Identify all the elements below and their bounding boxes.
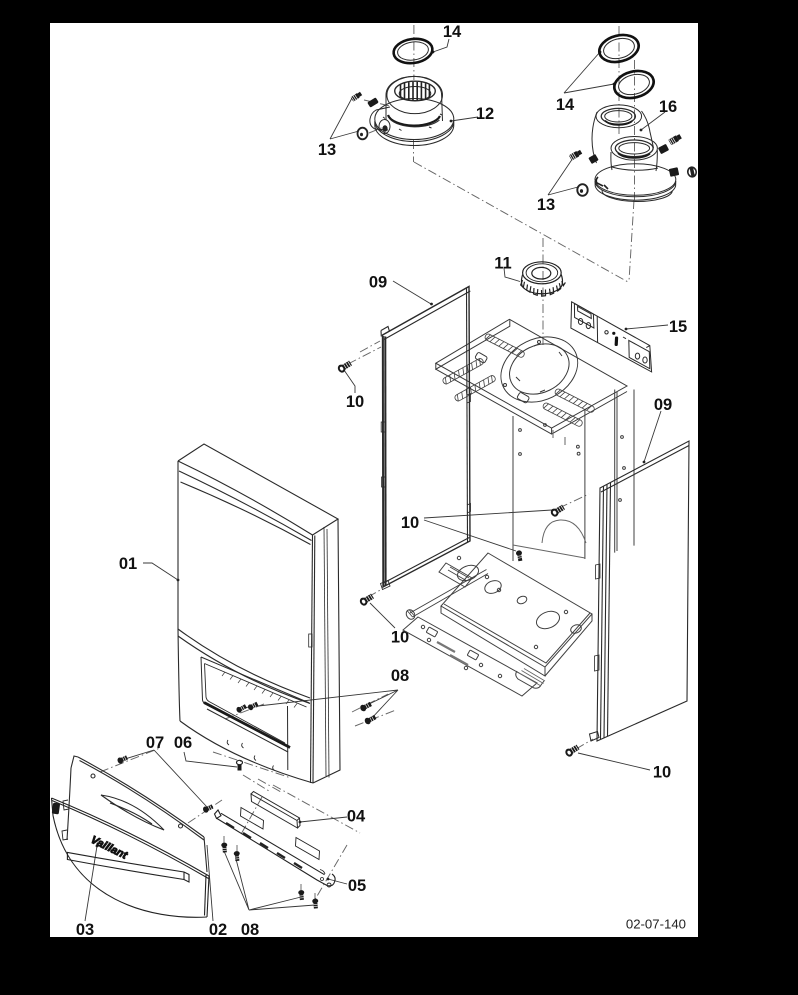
svg-text:08: 08 bbox=[241, 921, 259, 939]
svg-text:13: 13 bbox=[537, 196, 555, 214]
svg-text:01: 01 bbox=[119, 555, 137, 573]
svg-text:10: 10 bbox=[391, 629, 409, 647]
svg-text:05: 05 bbox=[348, 877, 366, 895]
svg-text:14: 14 bbox=[443, 23, 462, 41]
svg-text:13: 13 bbox=[318, 141, 336, 159]
svg-text:09: 09 bbox=[369, 274, 387, 292]
svg-text:10: 10 bbox=[346, 393, 364, 411]
svg-text:10: 10 bbox=[653, 764, 671, 782]
svg-text:04: 04 bbox=[347, 808, 366, 826]
svg-text:16: 16 bbox=[659, 98, 677, 116]
svg-text:02: 02 bbox=[209, 921, 227, 939]
svg-text:10: 10 bbox=[401, 514, 419, 532]
svg-text:02-07-140: 02-07-140 bbox=[626, 917, 686, 932]
svg-text:03: 03 bbox=[76, 921, 94, 939]
svg-text:15: 15 bbox=[669, 318, 687, 336]
svg-text:08: 08 bbox=[391, 667, 409, 685]
svg-text:06: 06 bbox=[174, 734, 192, 752]
svg-text:11: 11 bbox=[494, 255, 511, 273]
svg-text:12: 12 bbox=[476, 105, 494, 123]
svg-text:14: 14 bbox=[556, 96, 575, 114]
svg-text:07: 07 bbox=[146, 734, 164, 752]
svg-text:09: 09 bbox=[654, 396, 672, 414]
